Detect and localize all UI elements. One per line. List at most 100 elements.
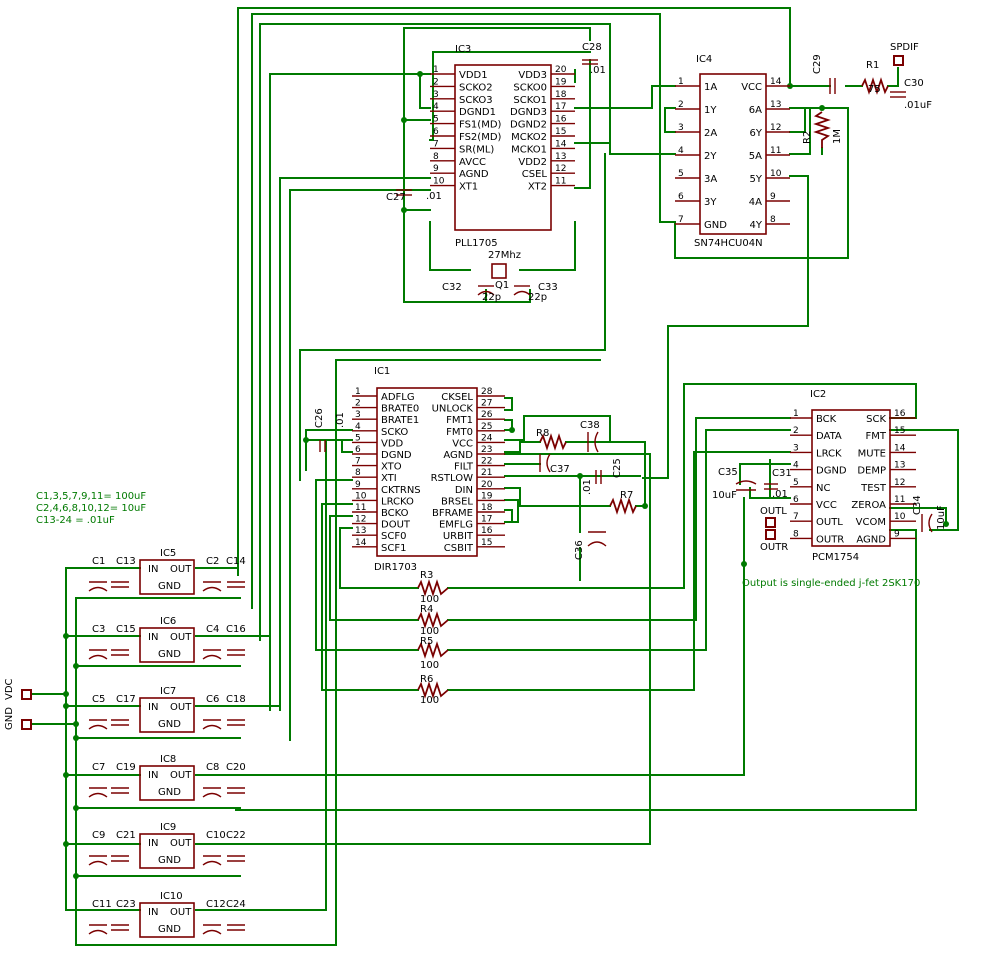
ic10-gnd-pin: GND <box>158 924 181 935</box>
ic1-pin-9-label: CKTRNS <box>381 485 421 496</box>
note-line-2: C2,4,6,8,10,12= 10uF <box>36 503 146 514</box>
c33-label: C33 <box>538 282 558 293</box>
ic3-pin-18-label: SCKO1 <box>513 95 547 106</box>
c31-label: C31 <box>772 468 792 479</box>
ic6-in-pin: IN <box>148 632 158 643</box>
ic5-name: IC5 <box>160 548 176 559</box>
ic7-out-pin: OUT <box>170 702 192 713</box>
ic2-pin-7-label: OUTL <box>816 517 843 528</box>
c37-label: C37 <box>550 464 570 475</box>
c29-label: C29 <box>812 54 823 74</box>
ic8-gnd-pin: GND <box>158 787 181 798</box>
ic7-cap-0-plate2 <box>88 724 108 730</box>
ic4-pin-4-label: 2Y <box>704 151 717 162</box>
ic10-cin2-label: C23 <box>116 899 136 910</box>
ic6-name: IC6 <box>160 616 176 627</box>
q1-value: 27Mhz <box>488 250 521 261</box>
ic3-right-pins: 20VDD319SCKO018SCKO117DGND316DGND215MCKO… <box>510 65 575 193</box>
ic4-pin-1-number: 1 <box>678 77 684 87</box>
ic9-cin-label: C9 <box>92 830 105 841</box>
ic4-pin-9-number: 9 <box>770 192 776 202</box>
ic4-pin-11-label: 5A <box>749 151 762 162</box>
ic1-pin-2-number: 2 <box>355 399 361 409</box>
ic3-pin-2-label: SCKO2 <box>459 82 493 93</box>
ic8-cin2-label: C19 <box>116 762 136 773</box>
ic10-cout-label: C12 <box>206 899 226 910</box>
ic5-cap-2-plate2 <box>202 586 222 592</box>
c26-label: C26 <box>314 408 325 428</box>
ic9-cout2-label: C22 <box>226 830 246 841</box>
ic1-pin-9-number: 9 <box>355 480 361 490</box>
ic2-pin-4-label: DGND <box>816 466 847 477</box>
ic9-in-pin: IN <box>148 838 158 849</box>
ic5-gnd-pin: GND <box>158 581 181 592</box>
ic5-cap-0-plate2 <box>88 586 108 592</box>
vdc-label: VDC <box>4 678 15 700</box>
ic1-pin-16-number: 16 <box>481 526 493 536</box>
ic2-right-pins: 16SCK15FMT14MUTE13DEMP12TEST11ZEROA10VCO… <box>851 409 916 545</box>
ic1-pin-14-label: SCF1 <box>381 543 406 554</box>
note-output: Output is single-ended j-fet 2SK170 <box>742 578 920 589</box>
ic3-pin-11-number: 11 <box>555 177 566 187</box>
ic10-body <box>139 902 195 938</box>
r6-label: R6 <box>420 674 433 685</box>
ic3-pin-3-number: 3 <box>433 90 439 100</box>
ic5-in-pin: IN <box>148 564 158 575</box>
ic7-cap-2-plate2 <box>202 724 222 730</box>
ic1-pin-22-label: FILT <box>454 462 474 473</box>
ic1-pin-3-label: BRATE1 <box>381 415 419 426</box>
ic3-pin-15-label: MCKO2 <box>511 132 547 143</box>
ic7-name: IC7 <box>160 686 176 697</box>
ic9-name: IC9 <box>160 822 176 833</box>
ic1-pin-3-number: 3 <box>355 410 361 420</box>
ic1-pin-1-label: ADFLG <box>381 392 415 403</box>
ic2-pin-6-label: VCC <box>816 500 837 511</box>
r4-label: R4 <box>420 604 433 615</box>
ic9-body <box>139 833 195 869</box>
ic2-pin-7-number: 7 <box>793 512 799 522</box>
ic2-pin-16-number: 16 <box>894 409 906 419</box>
ic10-cout2-label: C24 <box>226 899 246 910</box>
ic3-pin-1-label: VDD1 <box>459 70 488 81</box>
ic9-out-pin: OUT <box>170 838 192 849</box>
ic2-pin-14-number: 14 <box>894 443 906 453</box>
spdif-label: SPDIF <box>890 42 919 53</box>
ic3-pin-1-number: 1 <box>433 65 439 75</box>
ic3-pin-9-label: AGND <box>459 169 489 180</box>
ic3-pin-20-number: 20 <box>555 65 567 75</box>
ic3-pin-14-number: 14 <box>555 139 567 149</box>
ic1-pin-17-label: EMFLG <box>439 520 473 531</box>
c28-value: .01 <box>590 65 606 76</box>
ic1-pin-6-number: 6 <box>355 445 361 455</box>
ic8-body <box>139 765 195 801</box>
ic4-pin-5-label: 3A <box>704 174 717 185</box>
ic1-pin-8-label: XTI <box>381 473 397 484</box>
ic2-pin-16-label: SCK <box>866 414 886 425</box>
ic1-pin-25-number: 25 <box>481 422 492 432</box>
note-line-1: C1,3,5,7,9,11= 100uF <box>36 491 146 502</box>
ic4-pin-2-number: 2 <box>678 100 684 110</box>
notes: C1,3,5,7,9,11= 100uF C2,4,6,8,10,12= 10u… <box>36 491 920 589</box>
passives: C28 .01 C27 .01 27Mhz Q1 C32 22p C33 22p… <box>314 42 947 706</box>
c33-value: 22p <box>528 292 547 303</box>
ic8-cin-label: C7 <box>92 762 105 773</box>
r8-label: R8 <box>536 428 549 439</box>
ic4-pin-1-label: 1A <box>704 82 717 93</box>
ic3-pin-13-label: VDD2 <box>518 157 547 168</box>
ic7-cin2-label: C17 <box>116 694 136 705</box>
ic10-cin-label: C11 <box>92 899 112 910</box>
ic2-pin-2-label: DATA <box>816 431 842 442</box>
c30-label: C30 <box>904 78 924 89</box>
ic6-body <box>139 627 195 663</box>
ic4-pin-10-label: 5Y <box>750 174 763 185</box>
ic3-pin-8-number: 8 <box>433 152 439 162</box>
ic1-name: IC1 <box>374 366 390 377</box>
ic9-cap-2-plate2 <box>202 860 222 866</box>
ic1-pin-18-label: BFRAME <box>432 508 473 519</box>
